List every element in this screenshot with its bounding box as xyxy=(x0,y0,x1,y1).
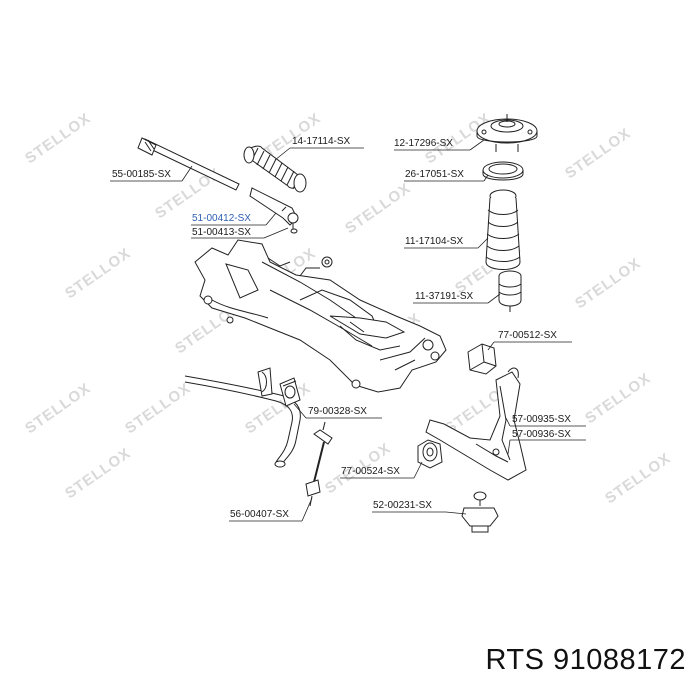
part-label-52-00231[interactable]: 52-00231-SX xyxy=(373,500,432,511)
stabilizer-bracket xyxy=(257,367,273,397)
strut-bearing xyxy=(482,161,524,181)
stabilizer-bushing xyxy=(279,377,301,407)
part-label-12-17296[interactable]: 12-17296-SX xyxy=(394,138,453,149)
leader-lines xyxy=(110,139,586,522)
tie-rod-end xyxy=(249,187,299,234)
part-label-11-37191[interactable]: 11-37191-SX xyxy=(415,291,474,302)
part-label-77-00512[interactable]: 77-00512-SX xyxy=(498,330,557,341)
bump-stop xyxy=(498,270,522,312)
part-label-57-00935[interactable]: 57-00935-SX xyxy=(512,414,571,425)
strut-mount xyxy=(476,114,538,152)
part-label-57-00936[interactable]: 57-00936-SX xyxy=(512,429,571,440)
dust-boot xyxy=(485,189,521,270)
part-label-26-17051[interactable]: 26-17051-SX xyxy=(405,169,464,180)
part-label-51-00412[interactable]: 51-00412-SX xyxy=(192,213,251,224)
part-label-14-17114[interactable]: 14-17114-SX xyxy=(292,136,351,147)
part-label-55-00185[interactable]: 55-00185-SX xyxy=(112,169,171,180)
part-label-11-17104[interactable]: 11-17104-SX xyxy=(405,236,464,247)
tie-rod xyxy=(137,137,240,191)
stabilizer-link xyxy=(305,421,333,507)
part-label-77-00524[interactable]: 77-00524-SX xyxy=(341,466,400,477)
catalog-number: RTS 91088172 xyxy=(485,644,686,676)
part-label-51-00413[interactable]: 51-00413-SX xyxy=(192,227,251,238)
silent-block-rear xyxy=(467,343,497,375)
steering-rack-boot xyxy=(243,145,307,193)
ball-joint xyxy=(461,491,499,533)
part-label-79-00328[interactable]: 79-00328-SX xyxy=(308,406,367,417)
control-arm xyxy=(425,367,527,481)
part-label-56-00407[interactable]: 56-00407-SX xyxy=(230,509,289,520)
silent-block-front xyxy=(417,439,443,469)
subframe xyxy=(194,239,447,393)
